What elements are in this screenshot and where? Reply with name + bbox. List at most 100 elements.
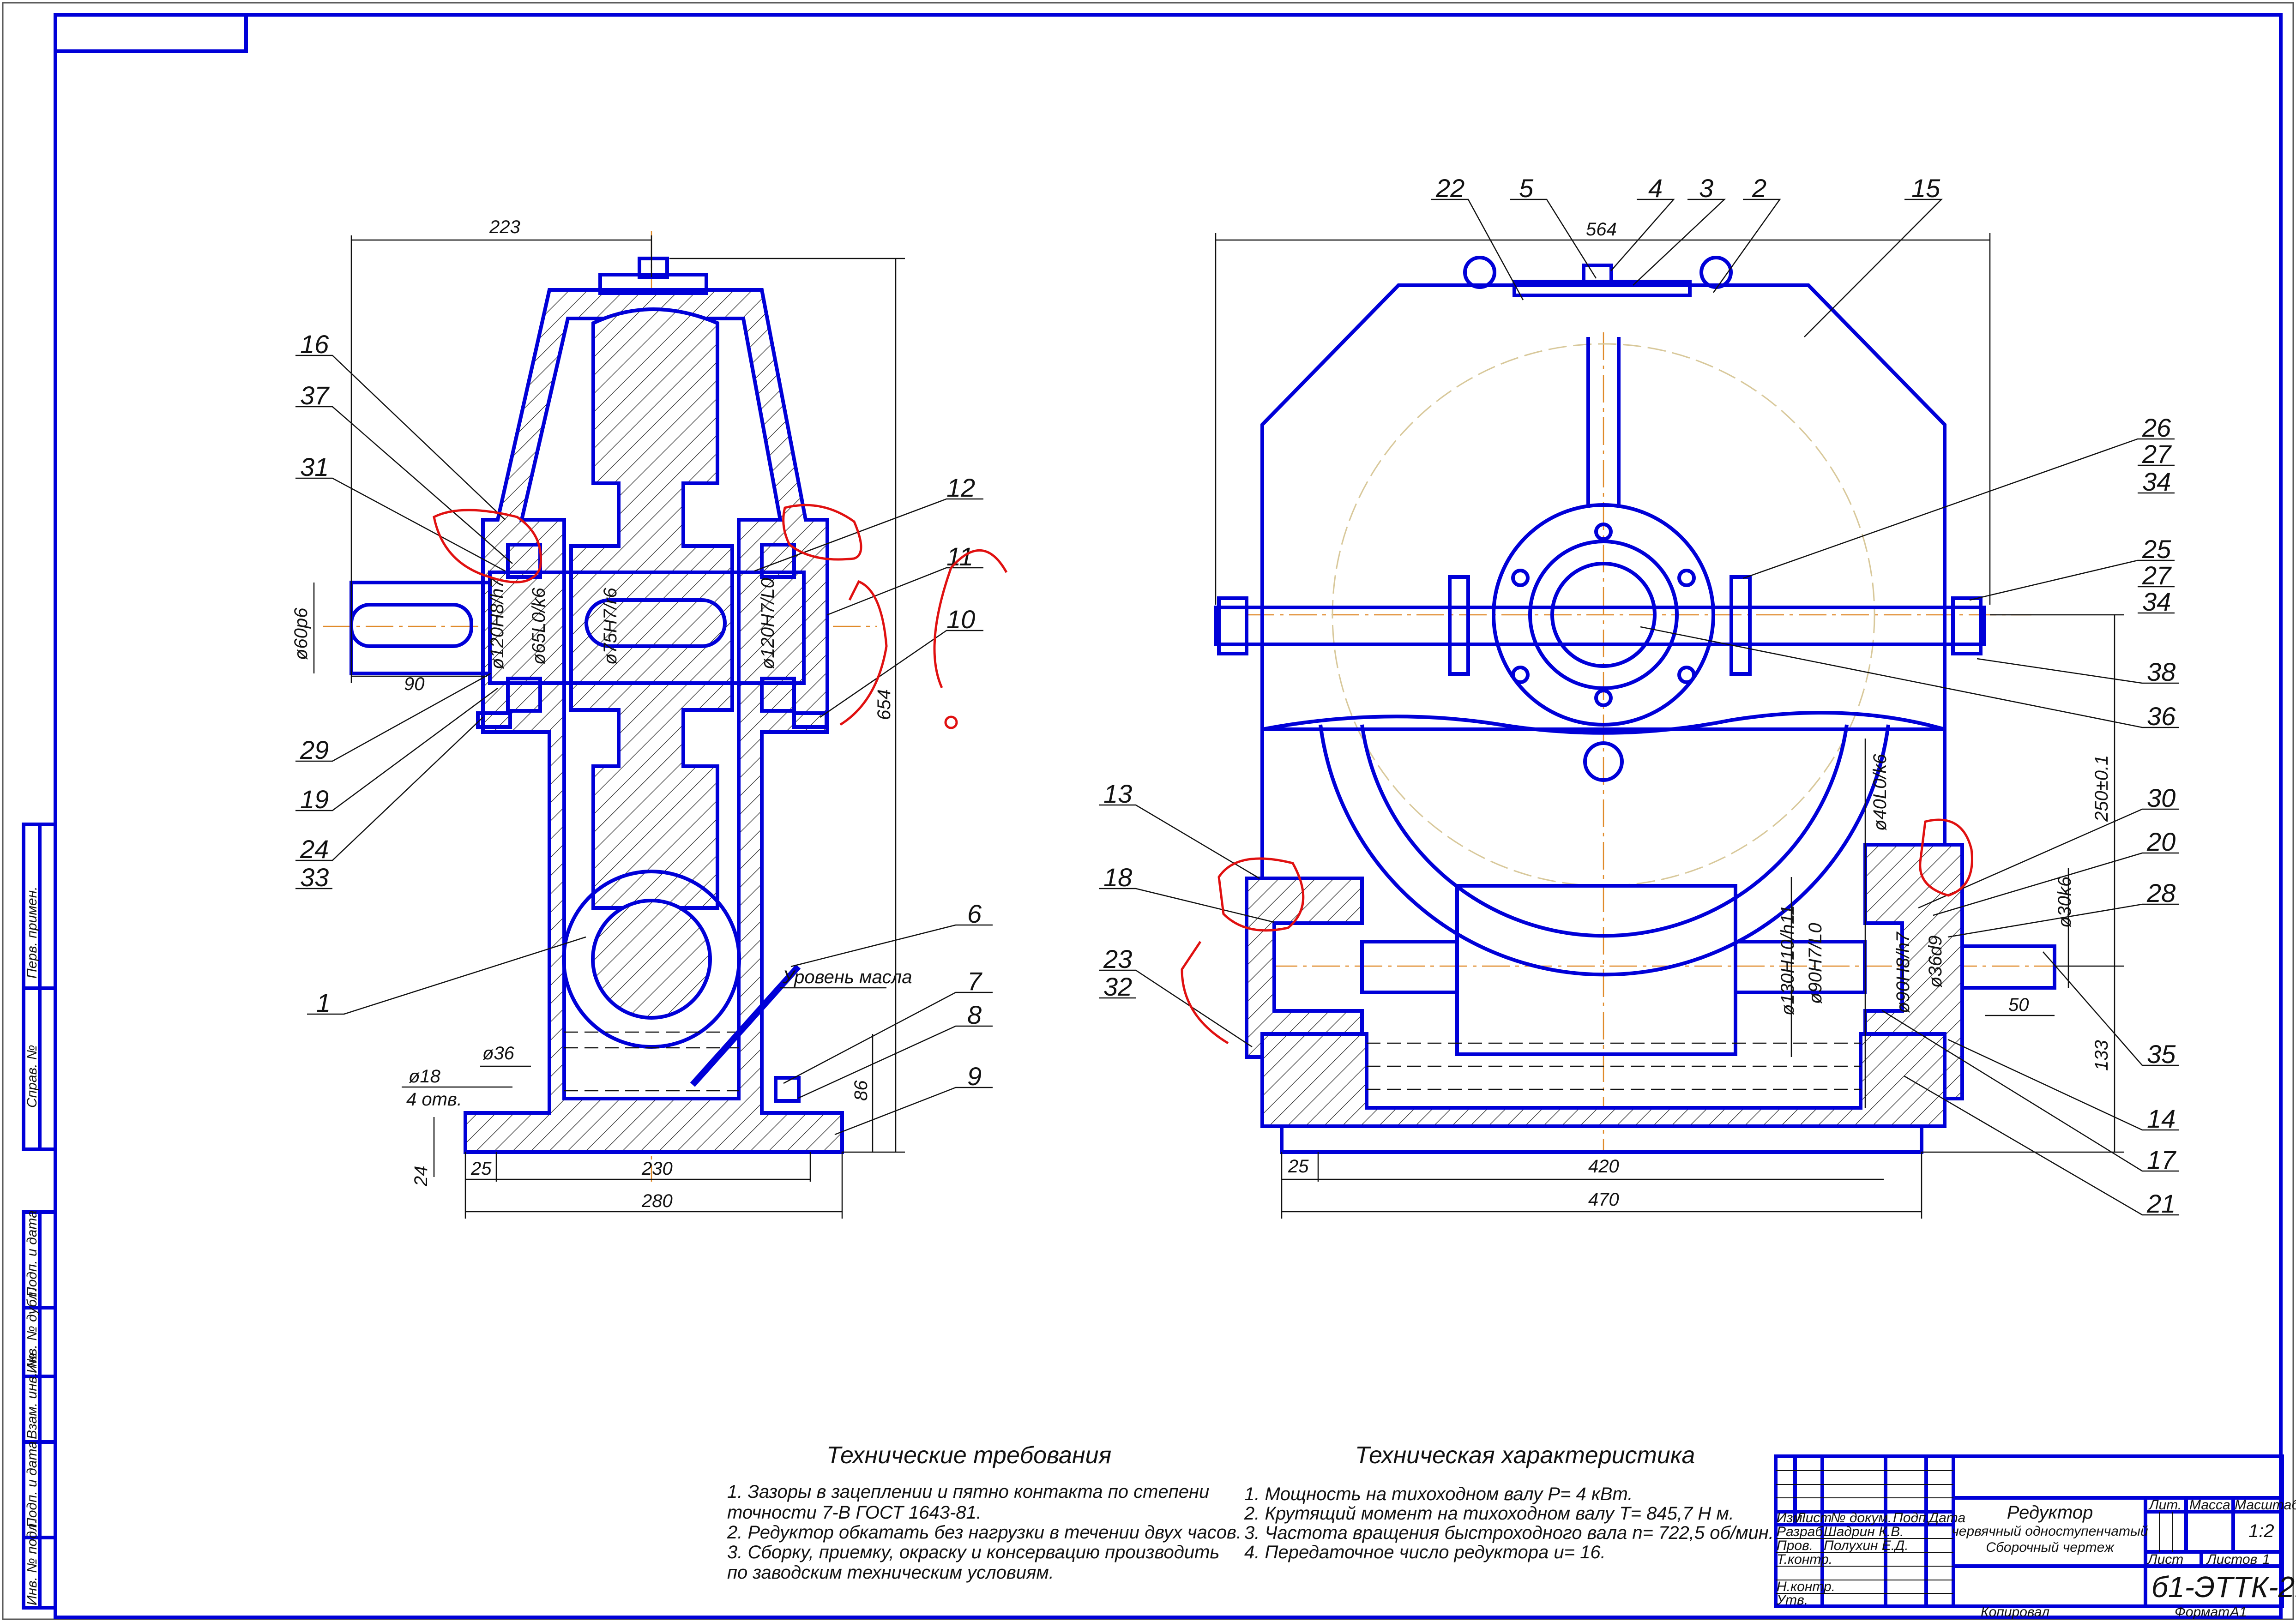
- part-number: 6: [967, 899, 982, 928]
- part-number: 29: [300, 735, 329, 764]
- tb-mass: Масса: [2189, 1497, 2230, 1513]
- technical-requirements: Технические требования 1. Зазоры в зацеп…: [727, 1442, 1241, 1583]
- tb-title-2: червячный одноступенчатый: [1952, 1524, 2148, 1539]
- dim-d30k6: ø30k6: [2055, 876, 2075, 928]
- dim-50: 50: [2008, 995, 2029, 1015]
- tb-doc: № докум.: [1831, 1510, 1892, 1526]
- dim-133: 133: [2091, 1040, 2112, 1071]
- dim-d60p6: ø60p6: [291, 607, 311, 660]
- tech-req-line: по заводским техническим условиям.: [727, 1562, 1054, 1583]
- dim-d120h7: ø120H7/L0: [758, 578, 778, 669]
- tb-role: Разраб.: [1777, 1524, 1827, 1539]
- dim-470: 470: [1588, 1189, 1619, 1210]
- part-number: 37: [300, 381, 330, 410]
- part-number: 1: [316, 988, 331, 1017]
- tb-title-1: Редуктор: [2007, 1502, 2093, 1523]
- part-number: 13: [1103, 779, 1132, 808]
- right-front-view: [1214, 256, 2056, 1154]
- part-number: 19: [300, 785, 329, 814]
- dim-25-right: 25: [1288, 1156, 1309, 1177]
- tb-copied: Копировал: [1981, 1604, 2049, 1620]
- tb-sheet: Лист: [2147, 1552, 2183, 1567]
- tech-char-title: Техническая характеристика: [1355, 1442, 1695, 1469]
- part-number: 10: [946, 605, 975, 634]
- dim-d40l0: ø40L0/k6: [1870, 753, 1890, 831]
- right-view-part-leaders: 22 5 4 3 2 15 26 27 34 25 27 34 38 36 30…: [1099, 174, 2179, 1218]
- stamp-label: Подп. и дата: [24, 1210, 40, 1297]
- part-number: 4: [1648, 174, 1663, 203]
- part-number: 15: [1911, 174, 1940, 203]
- part-number: 3: [1699, 174, 1713, 203]
- right-view-dimensions: 564 ø40L0/k6 250±0.1 133 ø130H10/h11 ø90…: [1215, 219, 2124, 1219]
- dim-d130: ø130H10/h11: [1778, 905, 1798, 1015]
- tech-char-line: 3. Частота вращения быстроходного вала n…: [1244, 1523, 1774, 1543]
- dim-223: 223: [489, 217, 520, 237]
- part-number: 26: [2142, 413, 2171, 442]
- dim-250: 250±0.1: [2091, 755, 2112, 822]
- review-markup: [433, 504, 1973, 1045]
- tb-sheets: Листов: [2206, 1552, 2257, 1567]
- dim-230: 230: [641, 1159, 673, 1179]
- stamp-label: Взам. инв. №: [24, 1353, 40, 1439]
- part-number: 27: [2142, 561, 2172, 590]
- tb-role: Утв.: [1776, 1592, 1808, 1608]
- part-number: 34: [2142, 467, 2171, 496]
- stamp-label: Инв. № подл.: [24, 1520, 40, 1605]
- dim-d36d9: ø36d9: [1925, 936, 1946, 988]
- tb-list: Лист: [1795, 1510, 1832, 1526]
- tb-scale-label: Масштаб: [2235, 1497, 2296, 1513]
- part-number: 14: [2147, 1104, 2175, 1133]
- tb-role: Пров.: [1777, 1538, 1813, 1553]
- tech-char-line: 1. Мощность на тихоходном валу P= 4 кВт.: [1244, 1484, 1633, 1504]
- part-number: 28: [2146, 878, 2175, 907]
- part-number: 38: [2147, 657, 2175, 686]
- tb-scale-value: 1:2: [2248, 1521, 2274, 1541]
- dim-d65l0: ø65L0/k6: [529, 587, 549, 665]
- part-number: 24: [300, 835, 329, 864]
- tech-req-line: точности 7-В ГОСТ 1643-81.: [727, 1502, 982, 1523]
- part-number: 18: [1103, 863, 1132, 892]
- stamp-label: Справ. №: [24, 1045, 40, 1108]
- dim-d75h7: ø75H7/r6: [600, 588, 621, 665]
- dim-d36: ø36: [482, 1043, 515, 1063]
- tb-sheets-value: 1: [2262, 1552, 2270, 1567]
- tb-role: Т.контр.: [1777, 1552, 1832, 1567]
- part-number: 35: [2147, 1039, 2176, 1069]
- title-block: Изм. Лист № докум. Подп. Дата Разраб. Ша…: [1774, 1454, 2296, 1620]
- part-number: 17: [2147, 1145, 2176, 1174]
- tech-req-title: Технические требования: [826, 1442, 1111, 1469]
- left-view-dimensions: 223 654 90 ø60p6 ø120H8/h7 ø65L0/k6 ø75H…: [291, 217, 912, 1219]
- part-number: 7: [967, 967, 982, 996]
- margin-stamp: Перв. примен. Справ. № Подп. и дата Инв.…: [22, 823, 57, 1610]
- left-section-view: [323, 231, 877, 1182]
- tb-format-label: Формат: [2175, 1604, 2230, 1620]
- part-number: 32: [1103, 972, 1132, 1001]
- tech-req-line: 1. Зазоры в зацеплении и пятно контакта …: [727, 1482, 1209, 1502]
- part-number: 22: [1435, 174, 1464, 203]
- part-number: 21: [2146, 1189, 2175, 1218]
- tb-doc-number: б1-ЭТТК-21: [2151, 1570, 2296, 1604]
- stamp-label: Перв. примен.: [24, 887, 40, 979]
- tech-req-line: 2. Редуктор обкатать без нагрузки в тече…: [727, 1522, 1241, 1543]
- dim-d120h8: ø120H8/h7: [487, 577, 507, 669]
- tech-char-line: 4. Передаточное число редуктора u= 16.: [1244, 1542, 1606, 1562]
- tb-sign: Подп.: [1893, 1510, 1930, 1526]
- dim-654: 654: [874, 689, 894, 720]
- tb-name: Полухин Е.Д.: [1824, 1538, 1909, 1553]
- dim-d18: ø18: [409, 1066, 441, 1087]
- dim-280: 280: [641, 1191, 673, 1211]
- part-number: 27: [2142, 439, 2172, 469]
- part-number: 16: [300, 330, 329, 359]
- dim-holes: 4 отв.: [406, 1089, 462, 1110]
- tb-lit: Лит.: [2148, 1497, 2182, 1513]
- dim-564: 564: [1586, 219, 1617, 240]
- stamp-label: Подп. и дата: [24, 1441, 40, 1528]
- oil-level-label: Уровень масла: [782, 967, 912, 987]
- part-number: 31: [300, 452, 329, 481]
- part-number: 23: [1103, 944, 1132, 973]
- dim-420: 420: [1588, 1156, 1619, 1177]
- dim-86: 86: [851, 1080, 871, 1101]
- part-number: 33: [300, 863, 329, 892]
